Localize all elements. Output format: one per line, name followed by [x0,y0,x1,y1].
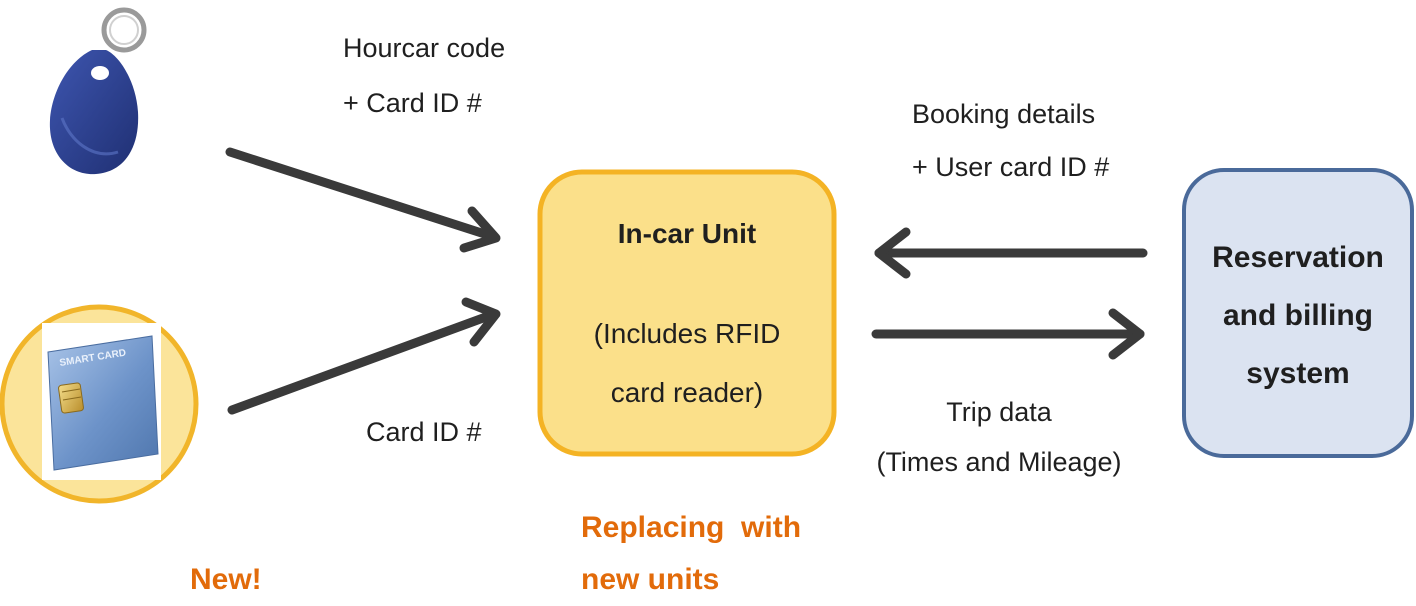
reservation-system-box [1182,168,1414,458]
reservation-system-label-line-2: and billing [1223,299,1373,332]
replacing-note: Replacing with new units [581,502,801,606]
in-car-unit-description: (Includes RFID card reader) [540,316,834,411]
fob-data-label-line-2: + Card ID # [343,88,482,118]
system-to-unit-arrow [874,227,1148,279]
in-car-unit-description-line-2: card reader) [610,377,764,408]
booking-data-label-line-1: Booking details [912,99,1096,129]
in-car-unit-title: In-car Unit [617,218,757,249]
fob-data-label-line-1: Hourcar code [343,33,506,63]
trip-data-label: Trip data (Times and Mileage) [868,394,1130,480]
reservation-system-label: Reservation and billing system [1184,229,1412,403]
trip-data-label-line-2: (Times and Mileage) [876,447,1122,477]
smart-card-circle: SMART CARD [0,304,199,504]
reservation-system-label-line-1: Reservation [1212,241,1384,274]
in-car-unit-box [537,169,837,457]
replacing-note-line-2: new units [581,563,720,596]
card-data-label: Card ID # [366,417,482,447]
trip-data-label-line-1: Trip data [946,397,1052,427]
smart-card-icon: SMART CARD [47,335,159,471]
booking-data-label-line-2: + User card ID # [912,152,1110,182]
in-car-unit-description-line-1: (Includes RFID [593,318,781,349]
new-tag: New! [190,563,262,596]
unit-to-system-arrow [871,308,1145,360]
card-to-unit-arrow [227,297,501,415]
reservation-system-label-line-3: system [1246,357,1350,390]
booking-data-label: Booking details + User card ID # [912,96,1109,185]
replacing-note-line-1: Replacing with [581,511,802,544]
fob-data-label: Hourcar code + Card ID # [343,30,505,121]
rfid-key-fob-icon [49,7,147,175]
fob-to-unit-arrow [225,147,501,253]
